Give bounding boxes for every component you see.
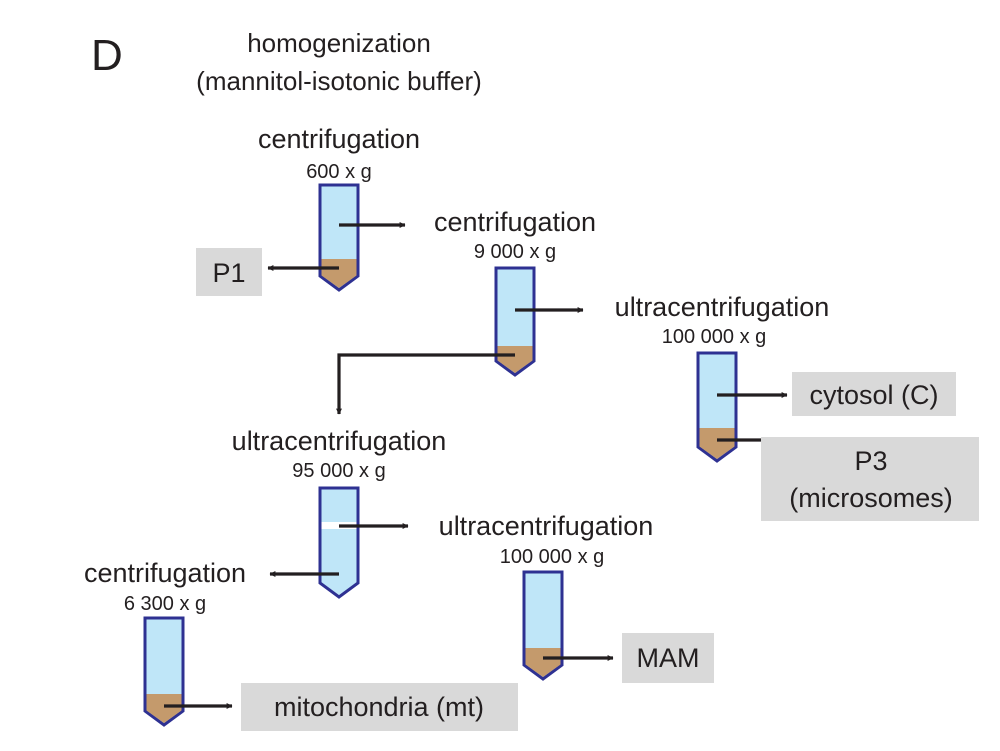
fraction-p3: P3 (microsomes) — [761, 437, 979, 521]
fraction-p3-label: P3 — [854, 446, 887, 476]
fraction-cytosol: cytosol (C) — [792, 372, 956, 416]
step-1-force: 600 x g — [306, 161, 372, 183]
step-2-force: 9 000 x g — [474, 241, 556, 263]
step-3: ultracentrifugation 100 000 x g — [615, 292, 830, 463]
tube-5 — [522, 570, 564, 681]
step-5-force: 100 000 x g — [500, 546, 605, 568]
step-3-name: ultracentrifugation — [615, 292, 830, 322]
fraction-mitochondria: mitochondria (mt) — [241, 683, 518, 731]
step-6: centrifugation 6 300 x g — [84, 558, 246, 727]
fraction-cytosol-label: cytosol (C) — [809, 380, 938, 410]
fraction-mam: MAM — [622, 633, 714, 683]
step-3-force: 100 000 x g — [662, 326, 767, 348]
step-4-name: ultracentrifugation — [232, 426, 447, 456]
step-6-force: 6 300 x g — [124, 593, 206, 615]
fraction-p1-label: P1 — [212, 258, 245, 288]
homogenization-title: homogenization — [247, 28, 431, 58]
step-2: centrifugation 9 000 x g — [336, 207, 596, 415]
arrow-pellet-2 — [336, 353, 515, 415]
tube-4 — [318, 486, 360, 599]
homogenization-buffer: (mannitol-isotonic buffer) — [196, 66, 482, 96]
fraction-p3-sublabel: (microsomes) — [789, 483, 953, 513]
tube-1 — [318, 183, 360, 292]
step-6-name: centrifugation — [84, 558, 246, 588]
step-1-name: centrifugation — [258, 124, 420, 154]
fraction-mam-label: MAM — [637, 643, 700, 673]
step-5-name: ultracentrifugation — [439, 511, 654, 541]
tube-3 — [696, 351, 738, 463]
fraction-p1: P1 — [196, 248, 262, 296]
step-5: ultracentrifugation 100 000 x g — [439, 511, 654, 681]
fraction-mitochondria-label: mitochondria (mt) — [274, 692, 484, 722]
step-1: centrifugation 600 x g — [258, 124, 420, 292]
step-4: ultracentrifugation 95 000 x g — [232, 426, 447, 599]
panel-label: D — [91, 31, 123, 80]
tube-6 — [143, 616, 185, 727]
step-2-name: centrifugation — [434, 207, 596, 237]
tube-2 — [494, 266, 536, 377]
step-4-force: 95 000 x g — [292, 460, 385, 482]
